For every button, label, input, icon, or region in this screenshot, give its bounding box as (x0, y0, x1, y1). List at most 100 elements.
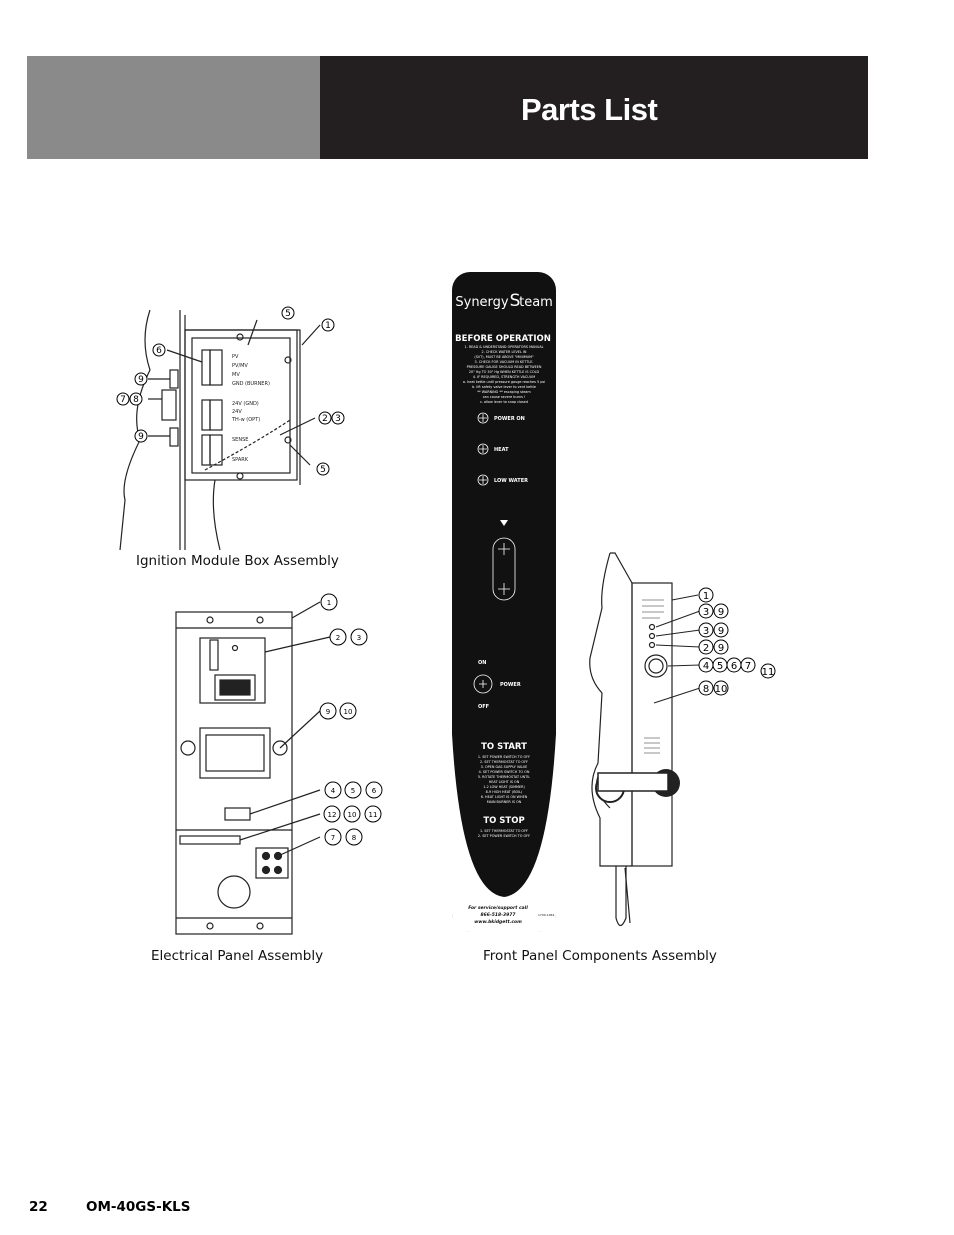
page-title: Parts List (521, 92, 658, 127)
svg-text:5. ROTATE THERMOSTAT UNTIL: 5. ROTATE THERMOSTAT UNTIL (478, 775, 530, 779)
callout-bubble: 11 (364, 805, 382, 823)
svg-text:b. lift safety valve lever to: b. lift safety valve lever to vent kettl… (472, 385, 536, 389)
ignition-label: SENSE (232, 437, 248, 443)
ignition-label: 24V (GND) (232, 401, 259, 407)
callout-bubble: 2 (698, 639, 714, 655)
indicator-label: HEAT (494, 447, 509, 453)
svg-text:6: 6 (372, 787, 377, 795)
header-dark-block (320, 56, 868, 159)
power-label: POWER (500, 682, 521, 688)
svg-text:12: 12 (328, 811, 337, 819)
callout-bubble: 7 (116, 392, 130, 406)
callout-bubble: 3 (698, 603, 714, 619)
callout-bubble: 9 (134, 372, 148, 386)
callout-bubble: 9 (319, 702, 337, 720)
callout-bubble: 2 (329, 628, 347, 646)
callout-bubble: 5 (281, 306, 295, 320)
page-number: 22 (29, 1199, 48, 1215)
callout-bubble: 1 (321, 318, 335, 332)
svg-text:6: 6 (156, 346, 162, 356)
ignition-caption: Ignition Module Box Assembly (136, 553, 339, 569)
svg-text:9: 9 (718, 607, 724, 618)
svg-text:3: 3 (335, 414, 341, 424)
svg-text:4: 4 (703, 661, 709, 672)
svg-text:8: 8 (352, 834, 356, 842)
brand-s-glyph: S (510, 291, 521, 311)
callout-bubble: 5 (344, 781, 362, 799)
callout-bubble: 10 (343, 805, 361, 823)
document-id: OM-40GS-KLS (86, 1199, 191, 1215)
ignition-terminal-labels: PV PV/MV MV GND (BURNER) 24V (GND) 24V T… (231, 354, 270, 463)
callout-bubble: 6 (365, 781, 383, 799)
svg-text:can cause severe burns !: can cause severe burns ! (483, 395, 526, 399)
svg-text:9: 9 (138, 432, 144, 442)
start-instructions: 1. SET POWER SWITCH TO OFF 2. SET THERMO… (478, 755, 530, 804)
svg-text:20" Hg TO 30" Hg WHEN KETTLE I: 20" Hg TO 30" Hg WHEN KETTLE IS COLD (469, 370, 540, 374)
svg-text:10: 10 (715, 684, 728, 695)
indicator-label: POWER ON (494, 416, 525, 422)
callout-bubble: 8 (345, 828, 363, 846)
svg-text:a. heat kettle until pressure: a. heat kettle until pressure gauge reac… (463, 380, 545, 384)
svg-text:5: 5 (285, 309, 291, 319)
front-caption: Front Panel Components Assembly (483, 948, 717, 964)
service-url: www.bkidgett.com (474, 919, 522, 925)
svg-text:1-2 LOW HEAT (SIMMER): 1-2 LOW HEAT (SIMMER) (483, 785, 525, 789)
svg-text:10: 10 (344, 708, 353, 716)
svg-text:3: 3 (703, 607, 709, 618)
svg-text:1: 1 (325, 321, 331, 331)
panel-part-number: 1700-1064 (538, 913, 554, 917)
service-line: For service/support call (468, 905, 528, 911)
callout-bubble: 8 (698, 680, 714, 696)
ignition-label: PV (232, 354, 239, 360)
callout-bubble: 3 (698, 622, 714, 638)
ignition-label: TH-w (OPT) (231, 417, 260, 423)
stop-title: TO STOP (483, 816, 524, 826)
svg-text:7: 7 (331, 834, 335, 842)
callout-bubble: 5 (316, 462, 330, 476)
callout-bubble: 9 (713, 603, 729, 619)
svg-text:8: 8 (703, 684, 709, 695)
ignition-module-figure: PV PV/MV MV GND (BURNER) 24V (GND) 24V T… (110, 300, 360, 550)
svg-text:1. SET POWER SWITCH TO OFF: 1. SET POWER SWITCH TO OFF (478, 755, 530, 759)
svg-text:4. SET POWER SWITCH TO ON: 4. SET POWER SWITCH TO ON (479, 770, 530, 774)
svg-text:5: 5 (717, 661, 723, 672)
svg-text:2: 2 (703, 643, 709, 654)
svg-text:3: 3 (703, 626, 709, 637)
svg-text:1: 1 (327, 599, 331, 607)
callout-bubble: 3 (331, 411, 345, 425)
svg-text:9: 9 (326, 708, 330, 716)
callout-bubble: 12 (323, 805, 341, 823)
off-label: OFF (478, 704, 489, 710)
svg-text:11: 11 (369, 811, 378, 819)
ignition-label: 24V (232, 409, 242, 415)
callout-bubble: 3 (350, 628, 368, 646)
svg-text:2. SET THERMOSTAT TO OFF: 2. SET THERMOSTAT TO OFF (480, 760, 528, 764)
ignition-label: MV (232, 372, 240, 378)
svg-text:c. allow lever to snap closed: c. allow lever to snap closed (480, 400, 528, 404)
svg-text:6. HEAT LIGHT IS ON WHEN: 6. HEAT LIGHT IS ON WHEN (481, 795, 528, 799)
svg-text:6: 6 (731, 661, 737, 672)
svg-text:1. READ & UNDERSTAND OPERATORS: 1. READ & UNDERSTAND OPERATORS MANUAL (464, 345, 543, 349)
svg-text:1. SET THERMOSTAT TO OFF: 1. SET THERMOSTAT TO OFF (480, 829, 528, 833)
electrical-caption: Electrical Panel Assembly (151, 948, 324, 964)
svg-text:7: 7 (745, 661, 751, 672)
ignition-label: PV/MV (232, 363, 248, 369)
start-title: TO START (481, 742, 527, 752)
svg-text:9: 9 (718, 643, 724, 654)
arrow-down-icon (500, 520, 508, 526)
svg-text:5: 5 (320, 465, 326, 475)
callout-bubble: 9 (713, 639, 729, 655)
svg-text:2: 2 (336, 634, 340, 642)
front-panel-components-figure: 1 3 9 3 9 2 9 4 5 6 7 11 8 10 (580, 548, 780, 938)
brand-text: team (519, 295, 553, 310)
svg-text:3: 3 (357, 634, 361, 642)
electrical-panel-figure: 1 2 3 9 10 4 5 6 12 10 11 7 8 (170, 590, 395, 940)
svg-text:11: 11 (762, 667, 775, 678)
indicator-label: LOW WATER (494, 478, 528, 484)
svg-text:3. OPEN GAS SUPPLY VALVE: 3. OPEN GAS SUPPLY VALVE (481, 765, 528, 769)
callout-bubble: 11 (760, 663, 776, 679)
callout-bubble: 4 (698, 657, 714, 673)
svg-text:PRESSURE GAUGE SHOULD READ BET: PRESSURE GAUGE SHOULD READ BETWEEN (467, 365, 542, 369)
callout-bubble: 6 (152, 343, 166, 357)
callout-bubble: 9 (713, 622, 729, 638)
